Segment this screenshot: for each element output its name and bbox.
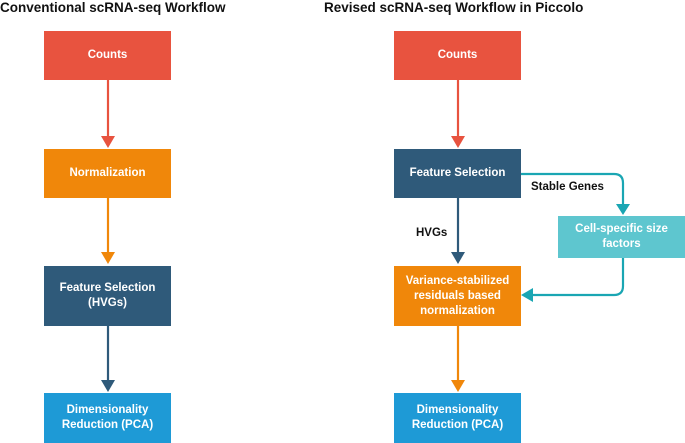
arrow-normalization-to-feature-selection xyxy=(101,198,115,264)
right-size-factors-box: Cell-specific size factors xyxy=(558,216,685,258)
left-counts-box: Counts xyxy=(44,31,171,80)
arrow-counts-to-normalization xyxy=(101,80,115,148)
right-dimred-box: Dimensionality Reduction (PCA) xyxy=(394,393,521,443)
left-workflow-title: Conventional scRNA-seq Workflow xyxy=(0,0,226,15)
right-normalization-box: Variance-stabilized residuals based norm… xyxy=(394,266,521,326)
right-feature-selection-box: Feature Selection xyxy=(394,149,521,198)
right-workflow-title: Revised scRNA-seq Workflow in Piccolo xyxy=(324,0,584,15)
left-normalization-box: Normalization xyxy=(44,149,171,198)
arrow-feature-selection-to-normalization-hvgs xyxy=(451,198,465,264)
hvgs-label: HVGs xyxy=(416,227,448,239)
left-feature-selection-box: Feature Selection (HVGs) xyxy=(44,266,171,326)
arrow-normalization-to-dimred xyxy=(451,326,465,392)
arrow-stable-genes-to-size-factors xyxy=(521,172,630,215)
right-counts-box: Counts xyxy=(394,31,521,80)
arrow-counts-to-feature-selection xyxy=(451,80,465,148)
left-dimred-box: Dimensionality Reduction (PCA) xyxy=(44,393,171,443)
arrow-size-factors-to-normalization xyxy=(521,258,625,302)
arrow-feature-selection-to-dimred xyxy=(101,326,115,392)
stable-genes-label: Stable Genes xyxy=(531,181,604,193)
